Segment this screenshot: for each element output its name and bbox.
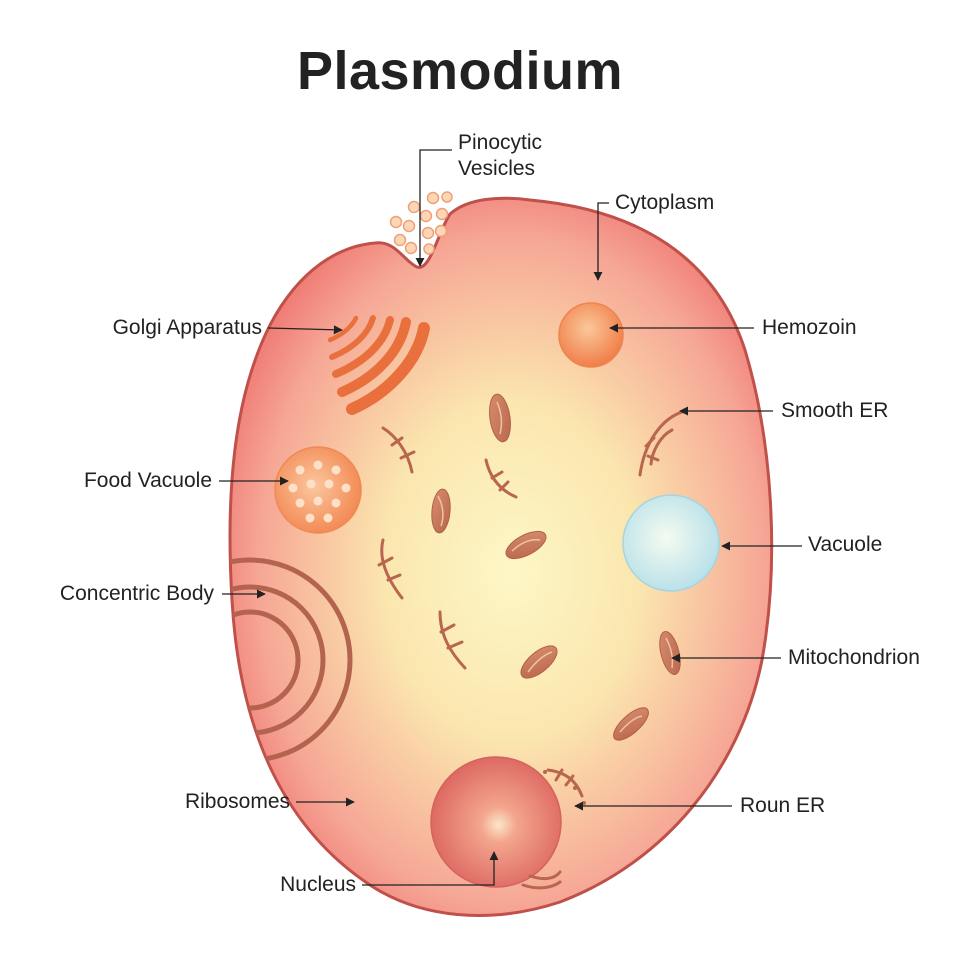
pinocytic-vesicles xyxy=(389,191,453,255)
mitochondria-cristae xyxy=(437,401,674,733)
label-golgi-apparatus: Golgi Apparatus xyxy=(112,316,262,339)
label-rough-er: Roun ER xyxy=(740,794,826,817)
hemozoin xyxy=(558,302,624,368)
label-pinocytic-vesicles-line2: Vesicles xyxy=(458,157,536,180)
food-vacuole xyxy=(274,446,362,534)
label-concentric-body: Concentric Body xyxy=(59,582,214,605)
vacuole xyxy=(622,494,720,592)
label-pinocytic-vesicles-line1: Pinocytic xyxy=(458,131,543,154)
label-ribosomes: Ribosomes xyxy=(184,790,290,813)
nucleus xyxy=(430,756,562,888)
label-smooth-er: Smooth ER xyxy=(781,399,889,422)
label-cytoplasm: Cytoplasm xyxy=(615,191,715,214)
endoplasmic-reticulum xyxy=(377,409,687,890)
leader-lines xyxy=(219,149,802,886)
label-vacuole: Vacuole xyxy=(808,533,883,556)
golgi-apparatus xyxy=(327,315,430,415)
label-food-vacuole: Food Vacuole xyxy=(83,469,212,492)
label-pinocytic-vesicles: Pinocytic Vesicles xyxy=(458,130,542,182)
label-nucleus: Nucleus xyxy=(280,873,356,896)
label-hemozoin: Hemozoin xyxy=(762,316,857,339)
diagram-title: Plasmodium xyxy=(296,41,624,101)
label-mitochondrion: Mitochondrion xyxy=(788,646,920,669)
